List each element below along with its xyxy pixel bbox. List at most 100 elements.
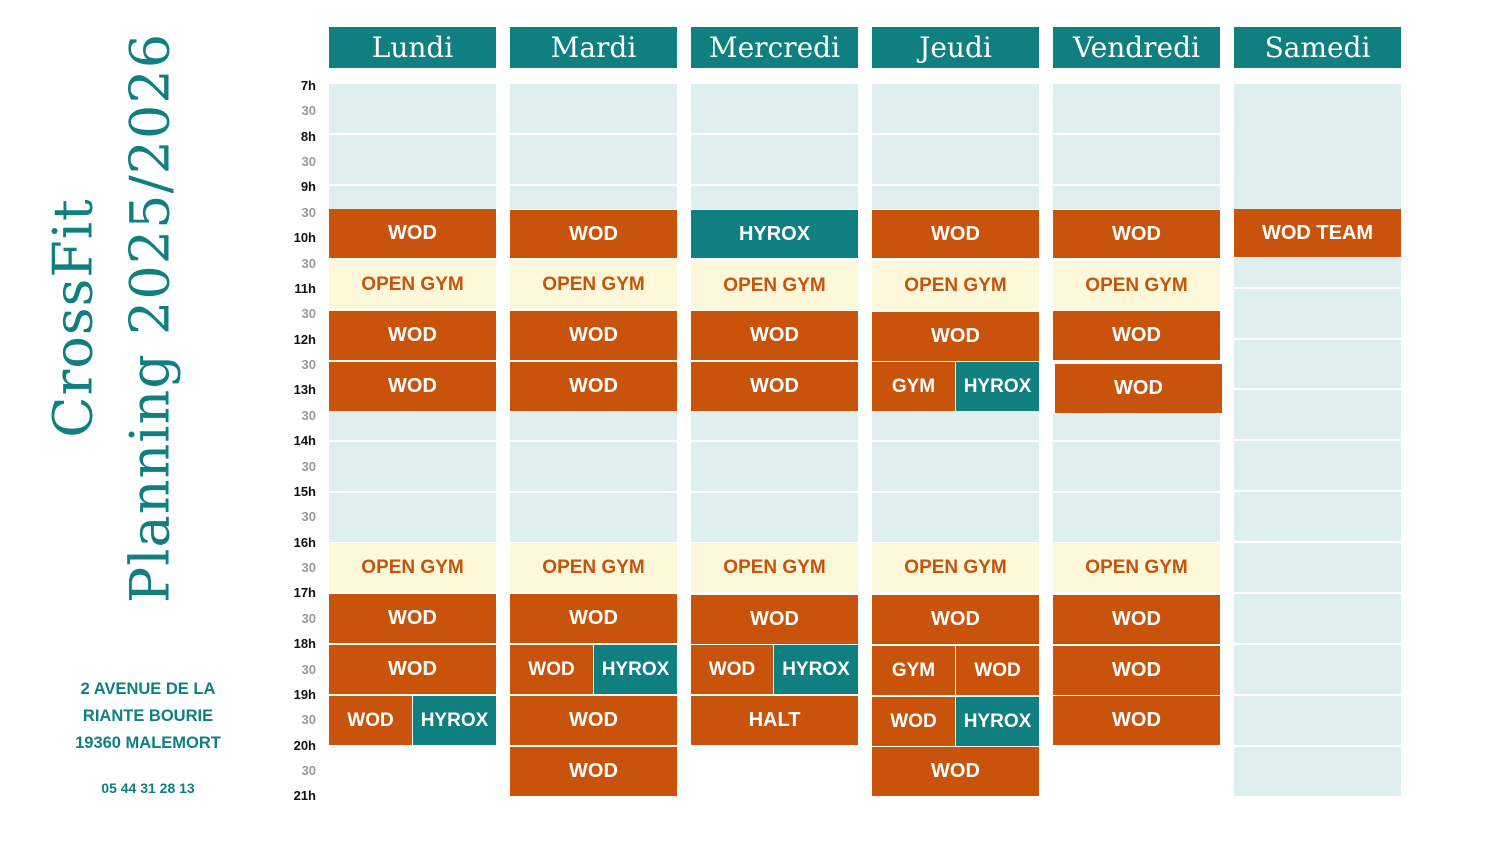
- time-label: 30: [301, 256, 316, 271]
- slot-divider: [1053, 184, 1220, 186]
- session-mercredi-9[interactable]: HALT: [691, 696, 858, 745]
- time-label: 30: [301, 408, 316, 423]
- time-label: 9h: [300, 179, 316, 194]
- slot-divider: [329, 491, 496, 493]
- time-label: 30: [301, 509, 316, 524]
- phone-number: 05 44 31 28 13: [101, 780, 195, 796]
- session-vendredi-6[interactable]: WOD: [1053, 595, 1220, 644]
- session-mardi-4[interactable]: WOD: [510, 362, 677, 411]
- session-mardi-3[interactable]: WOD: [510, 311, 677, 360]
- session-lundi-2[interactable]: OPEN GYM: [329, 260, 496, 309]
- session-jeudi-9[interactable]: WOD: [956, 646, 1039, 695]
- slot-divider: [1053, 491, 1220, 493]
- time-label: 18h: [293, 636, 316, 651]
- session-mardi-5[interactable]: OPEN GYM: [510, 543, 677, 592]
- slot-divider: [1234, 439, 1401, 441]
- time-label: 17h: [293, 585, 316, 600]
- session-vendredi-5[interactable]: OPEN GYM: [1053, 543, 1220, 592]
- empty-slots-vendredi-afternoon: [1053, 413, 1220, 542]
- session-mercredi-1[interactable]: HYROX: [691, 210, 858, 258]
- slot-divider: [872, 133, 1039, 135]
- slot-divider: [1053, 133, 1220, 135]
- time-label: 12h: [293, 332, 316, 347]
- session-vendredi-3[interactable]: WOD: [1053, 311, 1220, 360]
- session-mardi-1[interactable]: WOD: [510, 210, 677, 258]
- session-mercredi-4[interactable]: WOD: [691, 362, 858, 411]
- session-samedi-1[interactable]: WOD TEAM: [1234, 209, 1401, 257]
- session-jeudi-6[interactable]: OPEN GYM: [872, 543, 1039, 592]
- day-header-samedi: Samedi: [1234, 27, 1401, 68]
- session-lundi-7[interactable]: WOD: [329, 645, 496, 694]
- session-vendredi-7[interactable]: WOD: [1053, 646, 1220, 695]
- time-label: 30: [301, 459, 316, 474]
- slot-divider: [691, 491, 858, 493]
- session-mercredi-2[interactable]: OPEN GYM: [691, 261, 858, 310]
- empty-slots-mardi-morning: [510, 84, 677, 209]
- session-lundi-5[interactable]: OPEN GYM: [329, 543, 496, 592]
- empty-slots-jeudi-afternoon: [872, 411, 1039, 542]
- session-jeudi-4[interactable]: GYM: [872, 362, 955, 411]
- day-header-lundi: Lundi: [329, 27, 496, 68]
- slot-divider: [1234, 694, 1401, 696]
- time-label: 30: [301, 712, 316, 727]
- session-mardi-10[interactable]: WOD: [510, 747, 677, 796]
- empty-slots-samedi-morning: [1234, 84, 1401, 209]
- session-jeudi-5[interactable]: HYROX: [956, 362, 1039, 411]
- session-mardi-2[interactable]: OPEN GYM: [510, 260, 677, 309]
- session-lundi-4[interactable]: WOD: [329, 362, 496, 411]
- session-jeudi-12[interactable]: WOD: [872, 747, 1039, 796]
- session-jeudi-8[interactable]: GYM: [872, 646, 955, 695]
- slot-divider: [510, 491, 677, 493]
- session-mardi-6[interactable]: WOD: [510, 594, 677, 643]
- session-mercredi-7[interactable]: WOD: [691, 645, 773, 694]
- time-label: 19h: [293, 687, 316, 702]
- session-mercredi-3[interactable]: WOD: [691, 311, 858, 360]
- slot-divider: [1234, 388, 1401, 390]
- time-label: 20h: [293, 738, 316, 753]
- session-lundi-8[interactable]: WOD: [329, 696, 412, 745]
- time-label: 10h: [293, 230, 316, 245]
- session-lundi-6[interactable]: WOD: [329, 594, 496, 643]
- session-mercredi-8[interactable]: HYROX: [774, 645, 858, 694]
- time-label: 30: [301, 662, 316, 677]
- slot-divider: [329, 133, 496, 135]
- session-jeudi-7[interactable]: WOD: [872, 595, 1039, 644]
- slot-divider: [691, 133, 858, 135]
- time-label: 30: [301, 154, 316, 169]
- empty-slots-jeudi-morning: [872, 84, 1039, 209]
- session-lundi-9[interactable]: HYROX: [413, 696, 496, 745]
- session-jeudi-1[interactable]: WOD: [872, 210, 1039, 258]
- session-mercredi-6[interactable]: WOD: [691, 595, 858, 644]
- session-jeudi-11[interactable]: HYROX: [956, 697, 1039, 746]
- session-lundi-3[interactable]: WOD: [329, 311, 496, 360]
- time-label: 30: [301, 205, 316, 220]
- time-label: 15h: [293, 484, 316, 499]
- time-label: 30: [301, 103, 316, 118]
- slot-divider: [1234, 745, 1401, 747]
- slot-divider: [1234, 287, 1401, 289]
- slot-divider: [510, 440, 677, 442]
- session-jeudi-3[interactable]: WOD: [872, 312, 1039, 361]
- title-line-2: Planning 2025/2026: [118, 32, 182, 604]
- session-mardi-7[interactable]: WOD: [510, 645, 593, 694]
- session-vendredi-2[interactable]: OPEN GYM: [1053, 261, 1220, 310]
- session-mardi-9[interactable]: WOD: [510, 696, 677, 745]
- address-line-3: 19360 MALEMORT: [75, 734, 221, 752]
- slot-divider: [872, 184, 1039, 186]
- address-line-1: 2 AVENUE DE LA: [80, 680, 216, 698]
- slot-divider: [510, 133, 677, 135]
- day-header-jeudi: Jeudi: [872, 27, 1039, 68]
- session-vendredi-4[interactable]: WOD: [1055, 364, 1222, 413]
- session-mardi-8[interactable]: HYROX: [594, 645, 677, 694]
- session-jeudi-10[interactable]: WOD: [872, 697, 955, 746]
- empty-slots-vendredi-morning: [1053, 84, 1220, 209]
- session-mercredi-5[interactable]: OPEN GYM: [691, 543, 858, 592]
- empty-slots-mercredi-afternoon: [691, 411, 858, 542]
- session-jeudi-2[interactable]: OPEN GYM: [872, 261, 1039, 310]
- session-lundi-1[interactable]: WOD: [329, 209, 496, 258]
- day-header-mercredi: Mercredi: [691, 27, 858, 68]
- slot-divider: [691, 184, 858, 186]
- session-vendredi-8[interactable]: WOD: [1053, 696, 1220, 745]
- empty-slots-samedi-afternoon: [1234, 258, 1401, 796]
- session-vendredi-1[interactable]: WOD: [1053, 210, 1220, 258]
